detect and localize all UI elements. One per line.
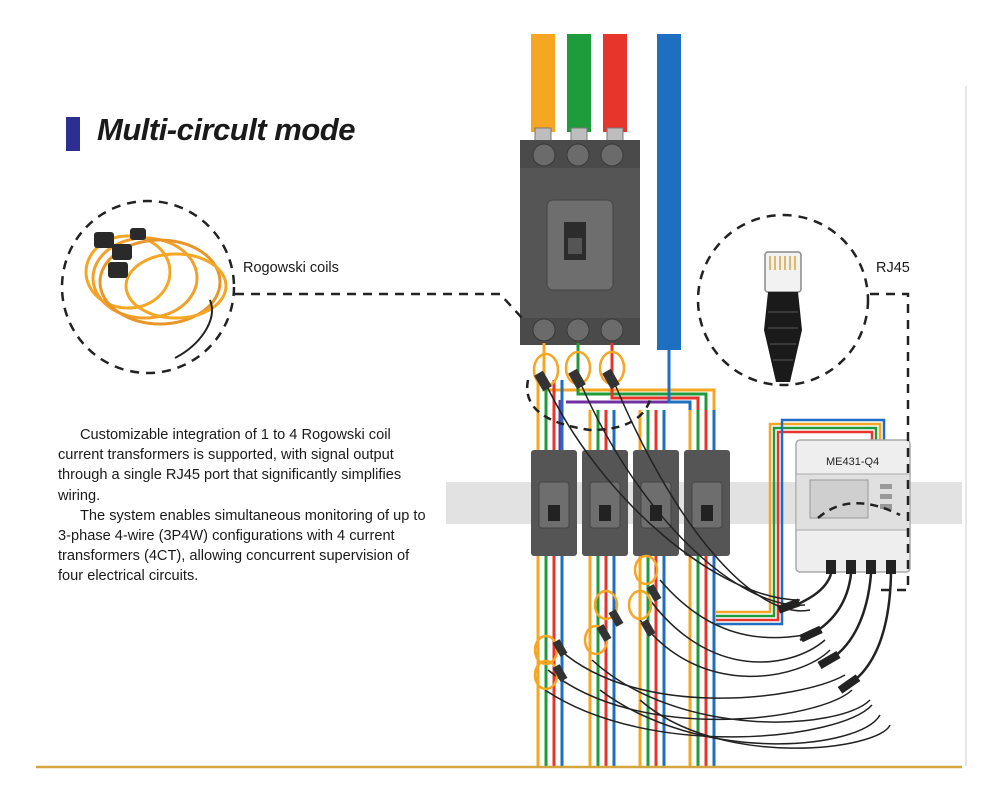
neutral-cable xyxy=(657,34,681,350)
energy-meter: ME431-Q4 xyxy=(795,439,911,574)
rogowski-coils-label: Rogowski coils xyxy=(243,260,339,276)
main-breaker xyxy=(520,140,640,345)
phase-b-cable xyxy=(567,34,591,132)
rogowski-coil-clips xyxy=(94,228,146,278)
rj45-label: RJ45 xyxy=(876,260,910,276)
ct-plugs xyxy=(777,598,861,694)
branch-breaker-4 xyxy=(684,450,730,556)
branch-breakers xyxy=(531,450,730,556)
title-accent-bar xyxy=(66,117,80,151)
phase-a-cable xyxy=(531,34,555,132)
rogowski-leader-line xyxy=(235,292,523,319)
branch-coil-heads xyxy=(552,584,662,682)
page-title: Multi-circult mode xyxy=(97,112,355,147)
phase-c-cable xyxy=(603,34,627,132)
main-coil-dashed-ring xyxy=(525,379,652,432)
ct-leads-to-meter xyxy=(779,573,893,692)
description: Customizable integration of 1 to 4 Rogow… xyxy=(58,425,438,587)
meter-supply-wires xyxy=(716,418,886,626)
description-paragraph-1: Customizable integration of 1 to 4 Rogow… xyxy=(58,427,402,504)
branch-breaker-2 xyxy=(582,450,628,556)
main-coil-heads xyxy=(534,368,620,392)
rj45-leader-line xyxy=(870,292,910,592)
description-paragraph-2: The system enables simultaneous monitori… xyxy=(58,507,426,585)
rogowski-callout-circle xyxy=(60,199,236,375)
rogowski-coil-illustration xyxy=(84,234,228,359)
branch-breaker-3 xyxy=(633,450,679,556)
branch-breaker-1 xyxy=(531,450,577,556)
meter-model-label: ME431-Q4 xyxy=(826,456,879,468)
ct-signal-leads xyxy=(544,381,891,749)
rj45-connector-illustration xyxy=(764,251,802,382)
rj45-callout-circle xyxy=(696,213,870,387)
